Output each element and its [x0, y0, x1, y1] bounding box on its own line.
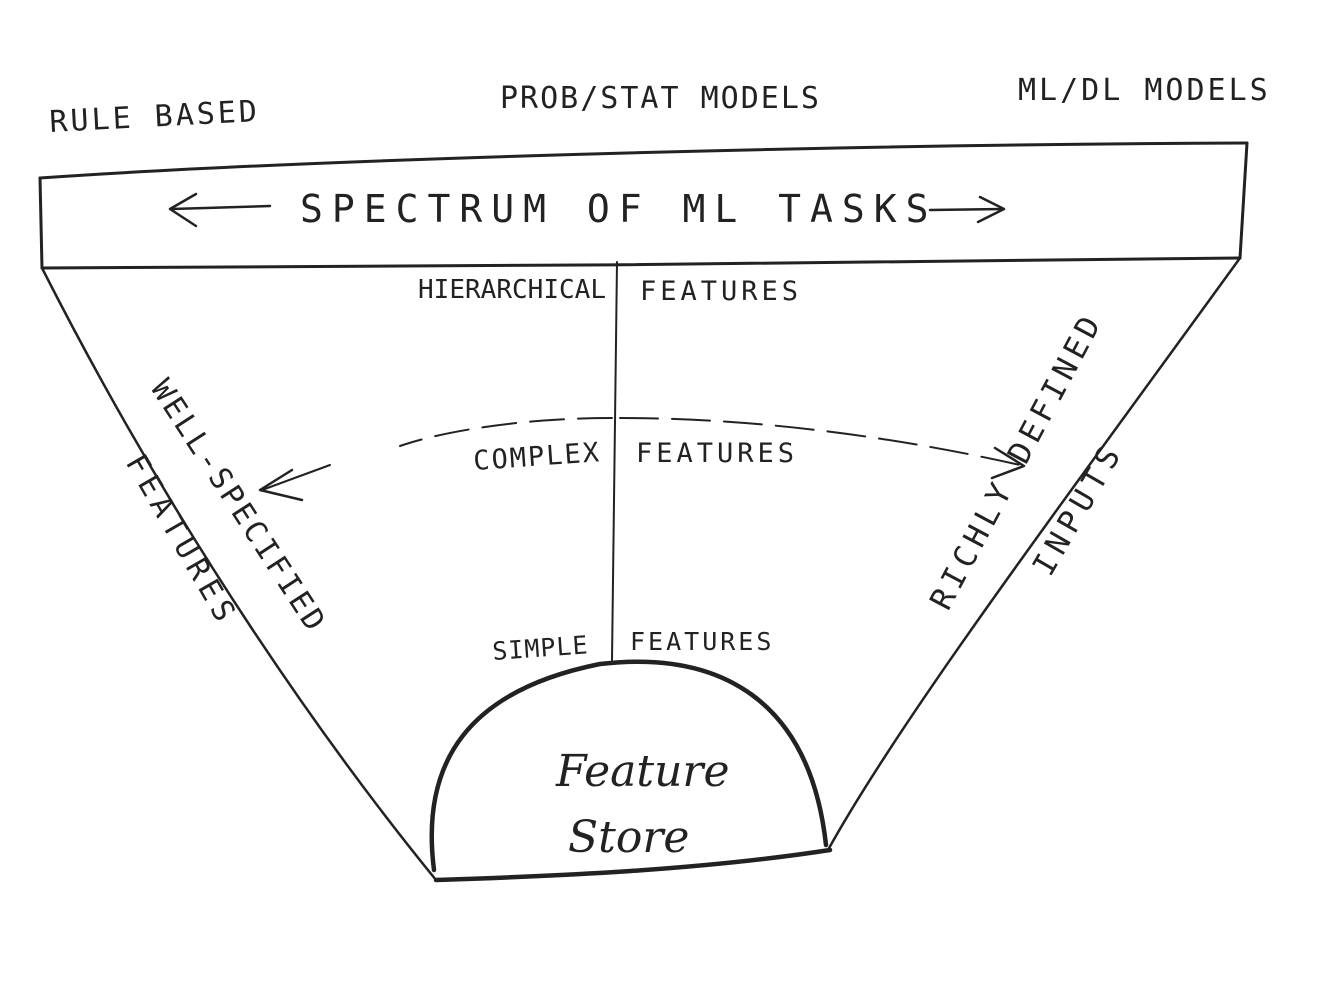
label-hierarchical-features: FEATURES — [640, 276, 802, 307]
label-richly-defined-inputs: INPUTS — [1026, 436, 1131, 582]
band-label-spectrum: SPECTRUM OF ML TASKS — [300, 187, 938, 231]
funnel-left-side — [40, 266, 438, 882]
feature-store-line2: Store — [568, 812, 689, 863]
label-rule-based: RULE BASED — [49, 94, 261, 140]
label-prob-stat-models: PROB/STAT MODELS — [500, 81, 821, 116]
feature-store-base — [433, 847, 833, 883]
label-simple-features: FEATURES — [630, 627, 774, 656]
band-bottom-edge — [40, 256, 1242, 270]
label-ml-dl-models: ML/DL MODELS — [1018, 73, 1271, 108]
spectrum-right-arrow-shaft — [928, 207, 1005, 212]
label-richly-defined: RICHLY DEFINED — [923, 306, 1110, 615]
complex-arc-left — [399, 417, 613, 447]
label-hierarchical: HIERARCHICAL — [418, 275, 606, 305]
complex-right-arrow-head — [990, 446, 1026, 480]
label-complex: COMPLEX — [472, 437, 602, 477]
feature-store-line1: Feature — [555, 746, 730, 797]
band-left-edge — [38, 176, 44, 270]
spectrum-left-arrow-shaft — [170, 204, 272, 211]
label-simple: SIMPLE — [491, 630, 589, 666]
feature-store-dome — [429, 659, 829, 873]
funnel-right-side — [826, 256, 1242, 852]
complex-arc-left-tail — [261, 464, 331, 491]
band-right-edge — [1238, 141, 1249, 260]
complex-arc-right — [619, 417, 1021, 466]
spectrum-left-arrow-head — [168, 192, 198, 228]
label-complex-features: FEATURES — [636, 438, 798, 469]
band-top-edge — [38, 141, 1249, 180]
spectrum-right-arrow-head — [976, 195, 1006, 224]
complex-left-arrow-head — [258, 468, 304, 502]
center-divider-line — [611, 261, 618, 661]
